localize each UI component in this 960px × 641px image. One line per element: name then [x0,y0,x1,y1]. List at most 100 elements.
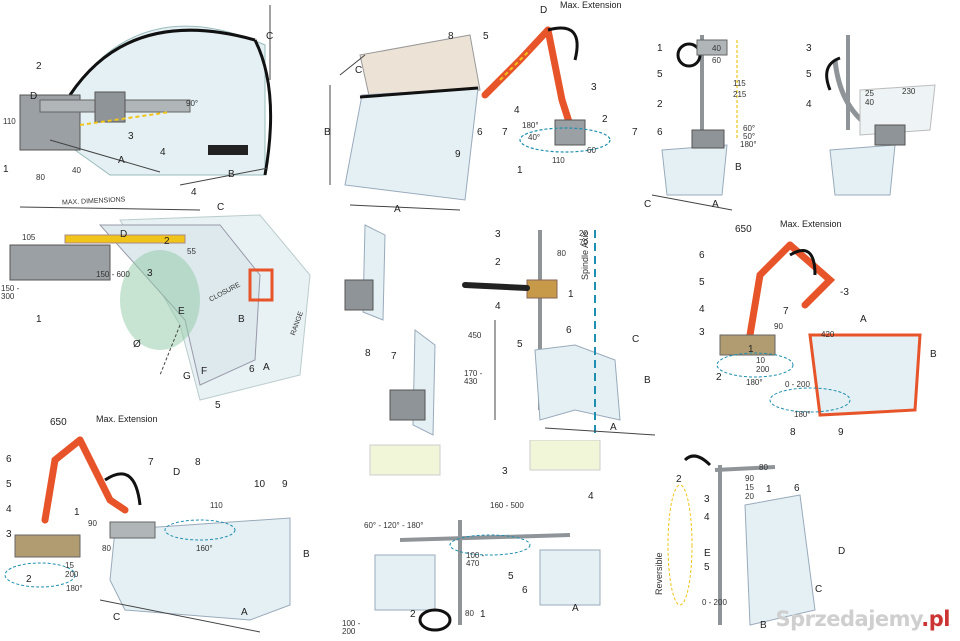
diagram-spindle-shield-panel: 3 2 4 1 5 6 C B A 450 170 - 430 20 70 80… [455,220,665,440]
label-15: 15 [745,483,754,492]
diagram-flat-shield-panel: D Max. Extension 8 5 C B 6 7 4 3 2 40° 1… [300,0,630,215]
label-4: 4 [699,304,705,315]
label-diameter: Ø [133,339,141,350]
label-110: 110 [3,117,16,126]
label-5: 5 [704,562,710,573]
label-50deg: 50° [743,132,756,141]
hood-drawing [19,5,273,186]
diagram-reversible-shield-panel: 2 3 1 4 E 6 5 C D B 80 90 15 20 0 - 200 … [635,445,860,641]
label-0-200: 0 - 200 [702,598,727,607]
label-1: 1 [480,609,486,620]
label-40: 40 [72,166,81,175]
label-20: 20 [579,229,588,238]
label-6: 6 [566,325,572,336]
label-60deg: 60° [743,124,756,133]
label-6: 6 [657,127,663,138]
max-extension-title: Max. Extension [780,219,842,229]
label-b: B [930,349,937,360]
label-200: 200 [756,365,770,374]
label-3: 3 [128,131,134,142]
label-c: C [266,31,274,42]
label-0-200: 0 - 200 [785,380,810,389]
diagram-hood-panel: D 2 C 110 3 4 1 40 80 A B 90° [0,0,300,200]
label-5: 5 [699,277,705,288]
trapezoid-shield-drawing [4,436,291,633]
label-40: 40 [865,98,874,107]
label-70: 70 [579,238,588,247]
watermark: Sprzedajemy.pl [776,607,951,631]
label-b: B [303,549,310,560]
label-a: A [572,603,579,614]
label-2: 2 [26,574,32,585]
label-f: F [201,366,208,377]
label-a: A [394,204,401,215]
label-4: 4 [160,147,166,158]
label-c: C [632,334,640,345]
diagram-enclosure-panel: MAX. DIMENSIONS 4 C D 2 3 150 - 600 150 … [0,185,330,415]
label-d: D [120,229,128,240]
label-80: 80 [557,249,566,258]
hinge-drawing [344,224,436,436]
label-d: D [30,91,38,102]
label-4: 4 [588,491,594,502]
label-5: 5 [508,571,514,582]
label-3: 3 [502,466,508,477]
label-150-600: 150 - 600 [96,270,130,279]
spindle-axis-label: Spindle Axis [580,230,590,280]
label-9: 9 [455,149,461,160]
label-a: A [241,607,248,618]
label-450: 450 [468,331,482,340]
label-105: 105 [22,233,36,242]
label-4: 4 [191,187,197,198]
diagram-pole-shield-panel: 1 5 2 6 7 C A B 40 60 115 215 60° 50° 18… [632,0,800,215]
label-3: 3 [699,327,705,338]
label-420: 420 [821,330,835,339]
label-1: 1 [36,314,42,325]
label-5: 5 [483,31,489,42]
label-b: B [324,127,331,138]
label-c: C [217,202,225,213]
flat-shield-drawing [329,26,611,211]
label-90: 90 [745,474,754,483]
label-a: A [860,314,867,325]
label-9: 9 [282,479,288,490]
label-1: 1 [657,43,663,54]
label-115: 115 [733,79,746,88]
label-c: C [644,199,652,210]
label-90: 90 [774,322,783,331]
label-160-500: 160 - 500 [490,501,524,510]
spindle-shield-drawing [462,230,656,436]
label-180deg: 180° [740,140,757,149]
label-5: 5 [6,479,12,490]
label-40deg: 40° [528,133,541,142]
label-10: 10 [756,356,765,365]
reversible-shield-drawing [667,454,816,626]
label-d: D [838,546,846,557]
label-1: 1 [74,507,80,518]
label-2: 2 [36,61,42,72]
label-1: 1 [748,344,754,355]
label-8: 8 [790,427,796,438]
label-6: 6 [6,454,12,465]
label-100-470: 100 - 470 [466,551,485,568]
label-a: A [610,422,617,433]
label-d: D [173,467,181,478]
label-d: D [540,5,548,16]
label-15: 15 [65,561,74,570]
label-200: 200 [65,570,79,579]
label-7: 7 [632,127,638,138]
label-180deg: 180° [66,584,83,593]
label-6: 6 [522,585,528,596]
label-10: 10 [254,479,266,490]
label-6: 6 [249,364,255,375]
label-2: 2 [602,114,608,125]
label-7: 7 [391,351,397,362]
label-650: 650 [50,417,67,428]
label-b: B [760,620,767,631]
label-b: B [735,162,742,173]
label-90: 90 [88,519,97,528]
label-80: 80 [36,173,45,182]
label-4: 4 [514,105,520,116]
label-60-120-180: 60° - 120° - 180° [364,521,424,530]
label-40: 40 [712,44,721,53]
